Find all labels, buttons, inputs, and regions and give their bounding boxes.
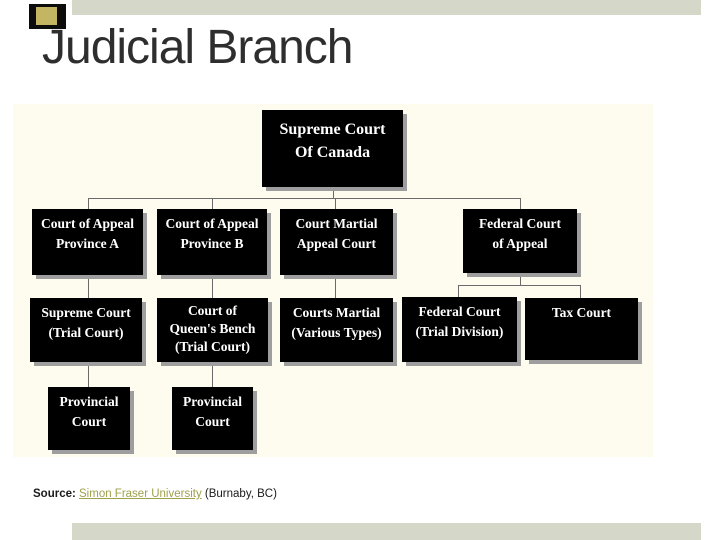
corner-accent-block <box>29 4 66 29</box>
source-line: Source: Simon Fraser University (Burnaby… <box>33 488 277 500</box>
org-box-court-of-queens-bench: Court of Queen's Bench (Trial Court) <box>157 298 268 362</box>
org-box-line: Provincial <box>183 394 242 409</box>
connector-stub <box>335 198 336 209</box>
org-box-federal-court-of-appeal: Federal Court of Appeal <box>463 209 577 273</box>
org-box-line: Court <box>195 414 230 430</box>
org-box-court-of-appeal-province-b: Court of Appeal Province B <box>157 209 267 275</box>
connector-stub <box>212 198 213 209</box>
bottom-accent-bar <box>72 523 701 540</box>
org-box-line: (Trial Court) <box>48 325 124 341</box>
org-box-court-of-appeal-province-a: Court of Appeal Province A <box>32 209 143 275</box>
connector-stub <box>88 198 89 209</box>
org-box-line: Provincial <box>59 394 119 409</box>
org-box-line: Queen's Bench <box>169 320 256 336</box>
org-box-line: Federal Court <box>478 216 562 231</box>
org-box-courts-martial-various: Courts Martial (Various Types) <box>280 298 393 362</box>
connector-stub <box>335 275 336 298</box>
org-box-line: Court Martial <box>295 216 378 231</box>
org-box-line: Province A <box>55 236 120 252</box>
connector-stub <box>520 198 521 209</box>
org-box-line: Of Canada <box>294 144 371 162</box>
connector-root-down <box>333 187 334 198</box>
page-title: Judicial Branch <box>42 21 353 74</box>
connector-stub <box>212 275 213 298</box>
org-box-line: (Trial Court) <box>174 338 251 354</box>
connector-federal-bracket <box>458 285 581 286</box>
org-chart: Supreme Court Of Canada Court of Appeal … <box>13 104 653 457</box>
connector-stub <box>580 285 581 298</box>
source-link[interactable]: Simon Fraser University <box>79 488 202 500</box>
org-box-line: Federal Court <box>418 304 501 319</box>
org-box-supreme-court-trial: Supreme Court (Trial Court) <box>30 298 142 362</box>
org-box-line: Court of Appeal <box>165 216 259 231</box>
org-box-line: Court of Appeal <box>40 216 134 231</box>
org-box-line: Court of <box>187 303 238 318</box>
org-box-provincial-court-2: Provincial Court <box>172 387 253 450</box>
connector-stub <box>458 285 459 297</box>
org-box-line: Supreme Court <box>279 121 386 138</box>
org-box-line: Court <box>71 414 107 430</box>
connector-stub <box>88 362 89 387</box>
connector-level1-horizontal <box>88 198 521 199</box>
top-accent-bar <box>72 0 701 15</box>
org-box-line: Province B <box>180 236 244 252</box>
org-box-line: Tax Court <box>551 305 612 320</box>
org-box-line: (Trial Division) <box>415 324 504 340</box>
org-box-tax-court: Tax Court <box>525 298 638 360</box>
connector-stub <box>212 362 213 387</box>
corner-accent-square <box>36 7 57 25</box>
connector-stub <box>520 273 521 285</box>
org-box-provincial-court-1: Provincial Court <box>48 387 130 450</box>
source-label: Source: <box>33 488 80 500</box>
org-box-line: Courts Martial <box>292 305 381 320</box>
org-box-federal-court-trial-division: Federal Court (Trial Division) <box>402 297 517 362</box>
org-box-line: (Various Types) <box>291 325 382 341</box>
org-box-line: of Appeal <box>492 236 548 252</box>
org-box-supreme-court-of-canada: Supreme Court Of Canada <box>262 110 403 187</box>
org-box-court-martial-appeal-court: Court Martial Appeal Court <box>280 209 393 275</box>
org-box-line: Supreme Court <box>41 305 131 320</box>
connector-stub <box>88 275 89 298</box>
org-box-line: Appeal Court <box>296 236 377 252</box>
source-suffix: (Burnaby, BC) <box>201 488 277 500</box>
